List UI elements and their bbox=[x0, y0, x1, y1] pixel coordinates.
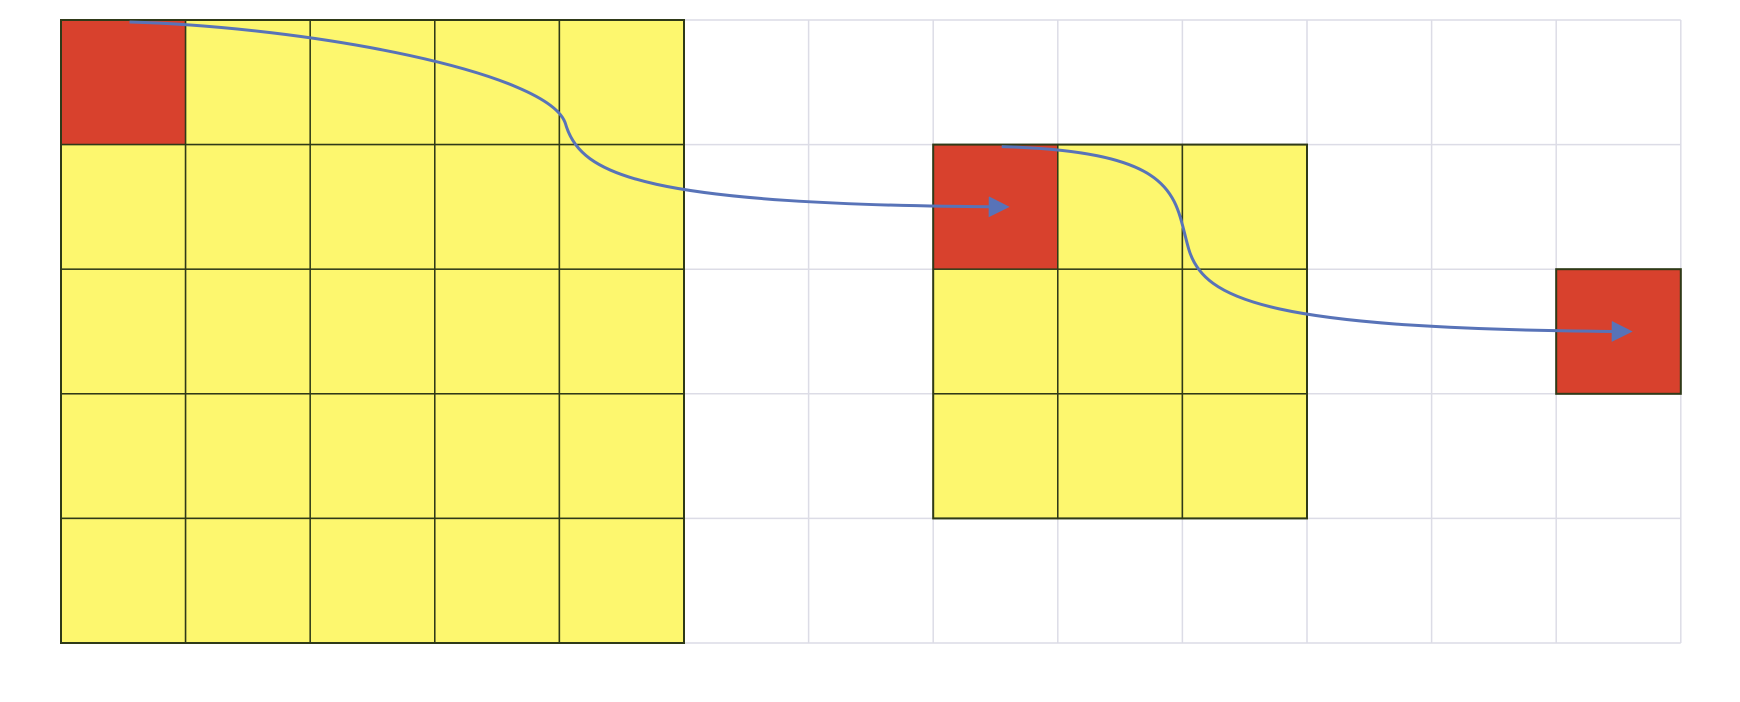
block-cell bbox=[1181, 143, 1308, 270]
block-cell bbox=[184, 268, 311, 395]
block-cell bbox=[184, 393, 311, 520]
highlighted-cell bbox=[60, 19, 187, 146]
block-cell bbox=[434, 393, 561, 520]
block-cell bbox=[558, 517, 685, 644]
block-cell bbox=[558, 143, 685, 270]
block-cell bbox=[558, 268, 685, 395]
block-cell bbox=[932, 268, 1059, 395]
block-cell bbox=[1181, 268, 1308, 395]
block-5x5 bbox=[60, 19, 685, 644]
block-outline bbox=[932, 143, 1308, 520]
block-cell bbox=[60, 517, 187, 644]
block-outline bbox=[60, 19, 685, 644]
block-cell bbox=[434, 143, 561, 270]
block-cell bbox=[1181, 393, 1308, 520]
arrow-block-3x3-to-block-1x1 bbox=[1001, 145, 1633, 342]
block-cell bbox=[184, 143, 311, 270]
block-cell bbox=[309, 517, 436, 644]
arrow-block-5x5-to-block-3x3 bbox=[129, 20, 1010, 218]
block-cell bbox=[309, 393, 436, 520]
arrows bbox=[129, 20, 1633, 342]
block-cell bbox=[932, 393, 1059, 520]
block-cell bbox=[309, 268, 436, 395]
block-cell bbox=[184, 19, 311, 146]
block-cell bbox=[60, 268, 187, 395]
block-cell bbox=[434, 268, 561, 395]
block-cell bbox=[1057, 268, 1184, 395]
block-cell bbox=[309, 19, 436, 146]
blocks bbox=[60, 19, 1682, 644]
block-cell bbox=[60, 143, 187, 270]
block-cell bbox=[558, 393, 685, 520]
block-cell bbox=[434, 19, 561, 146]
block-cell bbox=[60, 393, 187, 520]
block-3x3 bbox=[932, 143, 1308, 520]
block-cell bbox=[558, 19, 685, 146]
block-cell bbox=[434, 517, 561, 644]
block-cell bbox=[309, 143, 436, 270]
block-cell bbox=[1057, 393, 1184, 520]
block-cell bbox=[1057, 143, 1184, 270]
block-cell bbox=[184, 517, 311, 644]
